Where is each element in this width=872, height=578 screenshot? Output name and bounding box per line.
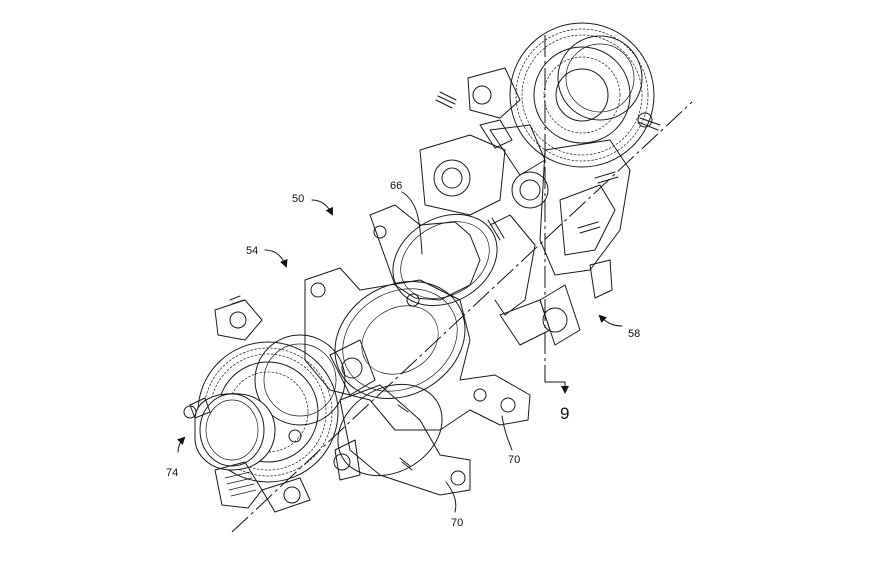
upper-right-gear-assembly xyxy=(435,22,661,346)
label-54: 54 xyxy=(246,245,258,257)
upper-bearing-housing xyxy=(419,119,549,216)
axes xyxy=(231,35,693,533)
leader-58 xyxy=(598,314,623,327)
leader-70b xyxy=(445,481,457,513)
leader-50 xyxy=(311,199,333,216)
leader-74 xyxy=(176,436,186,453)
lower-left-gear-assembly-74 xyxy=(183,295,376,513)
pulley-70-lower xyxy=(337,383,471,496)
leader-arrows xyxy=(176,191,623,513)
central-axis-line xyxy=(231,101,693,533)
label-70-upper: 70 xyxy=(508,454,520,466)
section-label-9: 9 xyxy=(560,404,569,423)
leader-70a xyxy=(501,415,513,451)
section-arrow-9 xyxy=(544,381,569,394)
leader-54 xyxy=(264,249,288,268)
leader-66 xyxy=(401,191,423,255)
label-66: 66 xyxy=(390,180,402,192)
label-50: 50 xyxy=(292,193,304,205)
label-58: 58 xyxy=(628,328,640,340)
label-74: 74 xyxy=(166,467,178,479)
cam-lobe-66 xyxy=(369,204,551,346)
pulley-70-upper xyxy=(304,267,531,431)
reference-numerals: 50 54 66 58 70 70 74 9 xyxy=(166,180,640,529)
label-70-lower: 70 xyxy=(451,517,463,529)
